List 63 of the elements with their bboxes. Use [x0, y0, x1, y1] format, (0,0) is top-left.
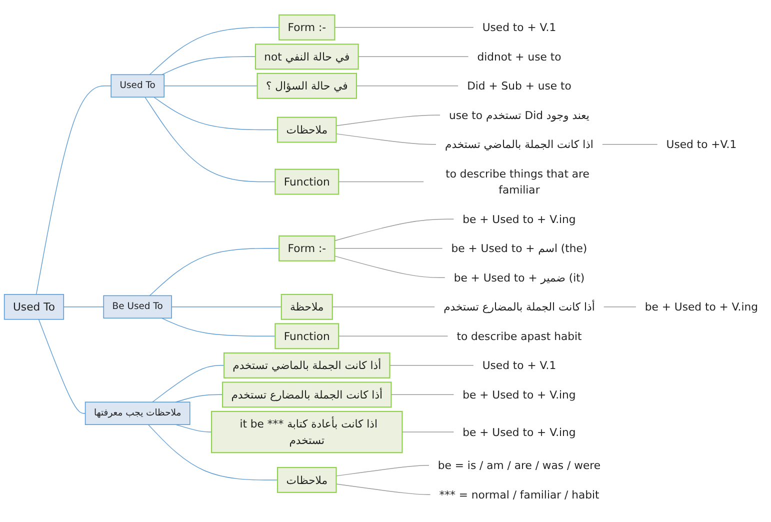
node-text: أذا كانت الجملة بالمضارع تستخدم	[444, 300, 595, 314]
node-box: في حالة النفي not	[254, 44, 359, 70]
node-text: Used to +V.1	[666, 138, 737, 151]
connector	[336, 484, 431, 495]
connector	[149, 27, 280, 76]
node-box: Used To	[4, 294, 64, 320]
node-box: ملاحظات	[277, 116, 337, 143]
connector	[338, 181, 424, 182]
node-text: be + Used to + V.ing	[462, 388, 576, 402]
node-text: Did + Sub + use to	[467, 79, 572, 92]
node-text: Used to + V.1	[482, 358, 556, 372]
node-text: be + Used to + V.ing	[462, 426, 576, 439]
node-box: في حالة السؤال ؟	[256, 72, 358, 99]
connector	[175, 424, 212, 432]
connector	[336, 465, 430, 476]
connector	[358, 56, 469, 57]
connector	[332, 306, 436, 308]
node-box: Used To	[110, 74, 164, 98]
node-box: Form :-	[278, 14, 336, 40]
node-box: Be Used To	[103, 295, 172, 319]
node-box: أذا كانت الجملة بالمضارع تستخدم	[222, 382, 392, 408]
connector	[148, 424, 278, 480]
node-box: ملاحظة	[280, 294, 333, 320]
node-text: be = is / am / are / was / were	[438, 458, 601, 472]
node-text: didnot + use to	[477, 50, 562, 64]
connector	[334, 256, 446, 278]
connector	[334, 248, 443, 249]
connector	[144, 96, 276, 182]
node-text: be + Used to + ضمير (it)	[454, 271, 585, 284]
connector	[149, 248, 280, 296]
connector	[171, 306, 282, 308]
node-text: to describe apast habit	[456, 330, 582, 343]
node-box: Function	[274, 168, 340, 195]
connector	[63, 306, 104, 308]
connector	[152, 365, 224, 402]
connector	[389, 365, 474, 366]
connector	[38, 319, 86, 414]
connector	[162, 56, 256, 76]
connector	[162, 318, 276, 336]
node-box: Form :-	[278, 235, 336, 262]
connector	[602, 144, 658, 145]
node-box: Function	[274, 323, 340, 350]
node-text: Used to + V.1	[482, 20, 556, 34]
node-text: to describe things that are familiar	[446, 167, 590, 196]
node-text: يعند وجود Did تستخدم use to	[449, 108, 590, 122]
node-box: أذا كانت الجملة بالماضي تستخدم	[223, 352, 390, 378]
node-text: *** = normal / familiar / habit	[439, 488, 600, 502]
node-box: ملاحظات	[277, 466, 337, 493]
node-box: اذا كانت بأعادة كتابة *** it be تستخدم	[211, 410, 403, 454]
node-text: be + Used to + V.ing	[462, 212, 576, 226]
connector	[334, 218, 454, 242]
node-text: be + Used to + اسم (the)	[451, 242, 588, 255]
connector	[175, 394, 223, 402]
connector	[390, 394, 454, 395]
connector	[336, 133, 437, 145]
connector	[603, 306, 637, 308]
node-text: be + Used to + V.ing	[644, 300, 758, 314]
node-box: ملاحظات يجب معرفتها	[84, 402, 190, 425]
connector	[336, 114, 441, 126]
node-text: اذا كانت الجملة بالماضي تستخدم	[444, 138, 594, 151]
connector	[36, 86, 112, 295]
connector	[334, 27, 474, 28]
connector	[153, 96, 278, 130]
